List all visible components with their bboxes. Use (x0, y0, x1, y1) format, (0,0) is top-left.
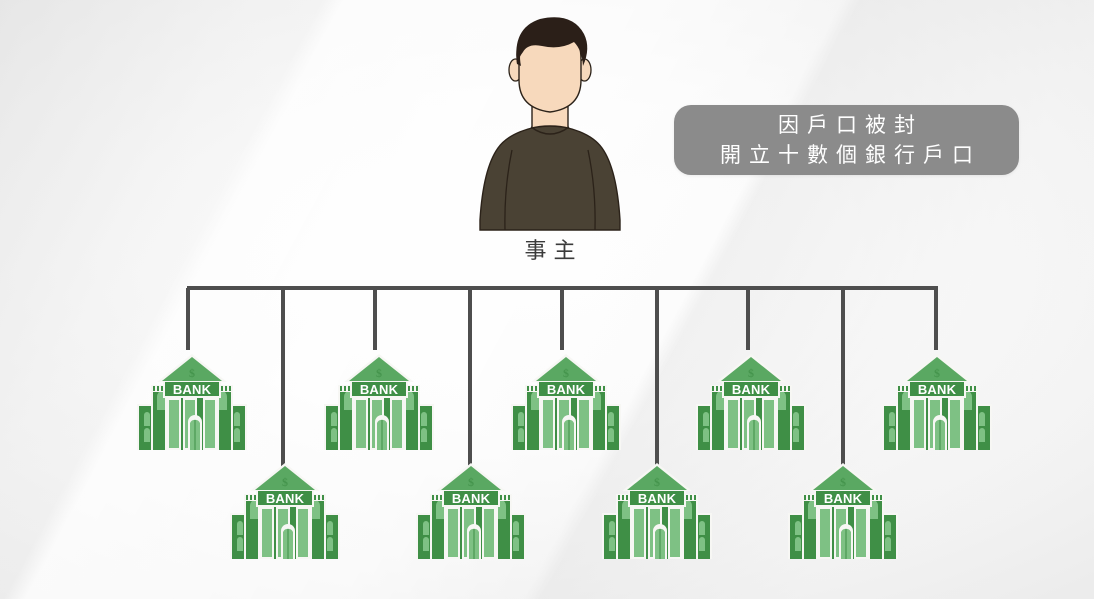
bank-icon-7: BANK $ (412, 461, 530, 559)
svg-text:$: $ (376, 366, 382, 380)
bank-icon-5: BANK $ (878, 352, 996, 450)
svg-text:$: $ (748, 366, 754, 380)
svg-text:BANK: BANK (266, 491, 305, 506)
svg-text:$: $ (282, 475, 288, 489)
bank-icon-3: BANK $ (507, 352, 625, 450)
svg-text:$: $ (654, 475, 660, 489)
note-line-1: 因戶口被封 (778, 113, 923, 137)
bank-icon-1: BANK $ (133, 352, 251, 450)
bank-icon-9: BANK $ (784, 461, 902, 559)
svg-text:BANK: BANK (547, 382, 586, 397)
svg-text:BANK: BANK (638, 491, 677, 506)
svg-text:BANK: BANK (918, 382, 957, 397)
svg-text:$: $ (563, 366, 569, 380)
svg-text:$: $ (468, 475, 474, 489)
svg-text:$: $ (189, 366, 195, 380)
svg-text:$: $ (934, 366, 940, 380)
victim-label: 事主 (524, 239, 583, 264)
svg-text:BANK: BANK (824, 491, 863, 506)
svg-text:BANK: BANK (732, 382, 771, 397)
svg-text:BANK: BANK (173, 382, 212, 397)
svg-text:BANK: BANK (360, 382, 399, 397)
bank-icon-2: BANK $ (320, 352, 438, 450)
svg-text:BANK: BANK (452, 491, 491, 506)
victim-avatar (468, 8, 632, 232)
bank-icon-4: BANK $ (692, 352, 810, 450)
note-line-2: 開立十數個銀行戶口 (720, 143, 981, 167)
svg-text:$: $ (840, 475, 846, 489)
bank-icon-6: BANK $ (226, 461, 344, 559)
note-callout: 因戶口被封 開立十數個銀行戶口 (674, 105, 1019, 175)
bank-icon-8: BANK $ (598, 461, 716, 559)
